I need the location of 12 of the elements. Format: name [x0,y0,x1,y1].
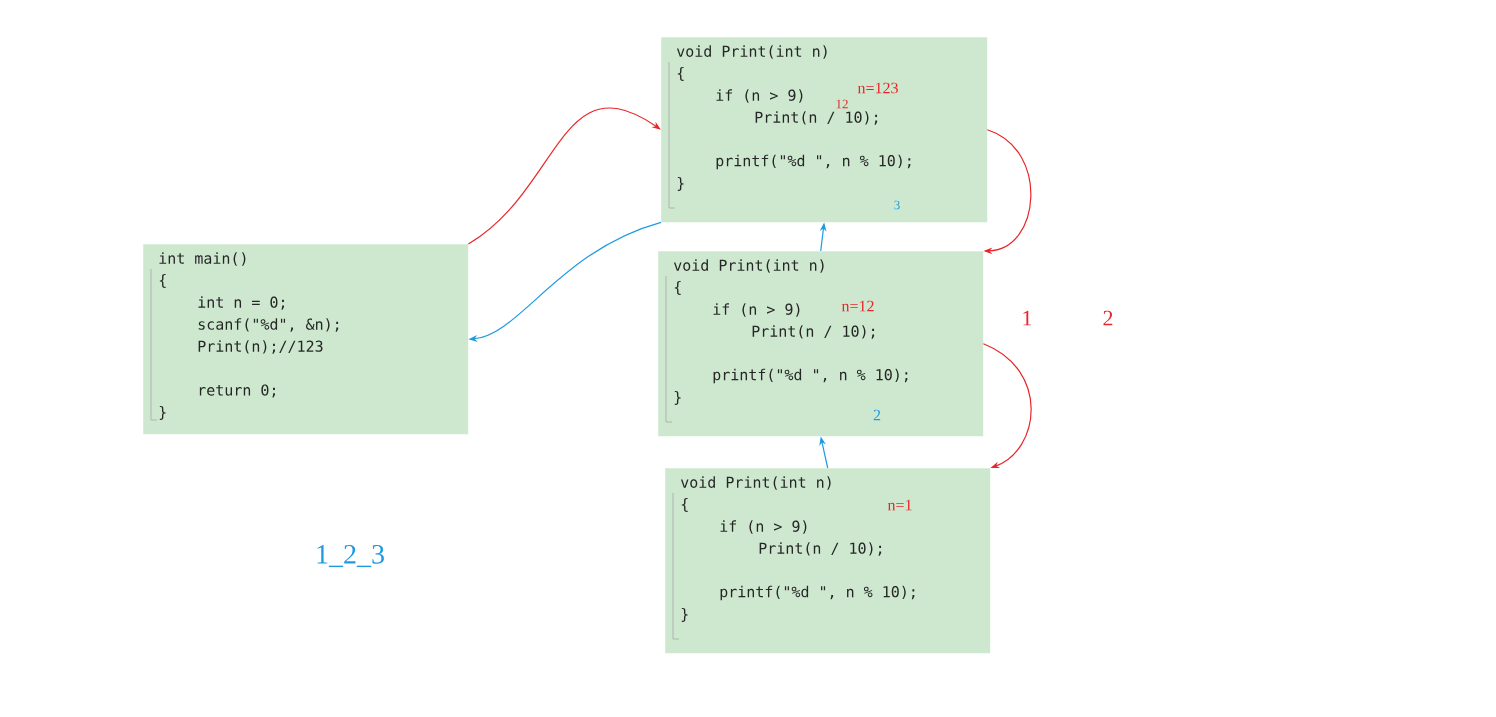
handwritten-note: n=12 [841,300,874,312]
handwritten-note: 12 [836,99,848,109]
handwritten-note: n=1 [887,499,912,511]
handwritten-note: n=123 [857,82,898,94]
handwritten-digit: 3 [894,200,900,210]
handwritten-digit: 2 [873,409,881,421]
handwritten-digit: 2 [1103,310,1113,326]
code-box: int main() { int n = 0; scanf("%d", &n); Print(n);//123 return 0; } [143,244,469,435]
arrow [982,343,1032,469]
handwritten-output: 1_2_3 [317,544,384,568]
handwritten-digit: 1 [1023,310,1032,326]
arrow [467,107,661,245]
